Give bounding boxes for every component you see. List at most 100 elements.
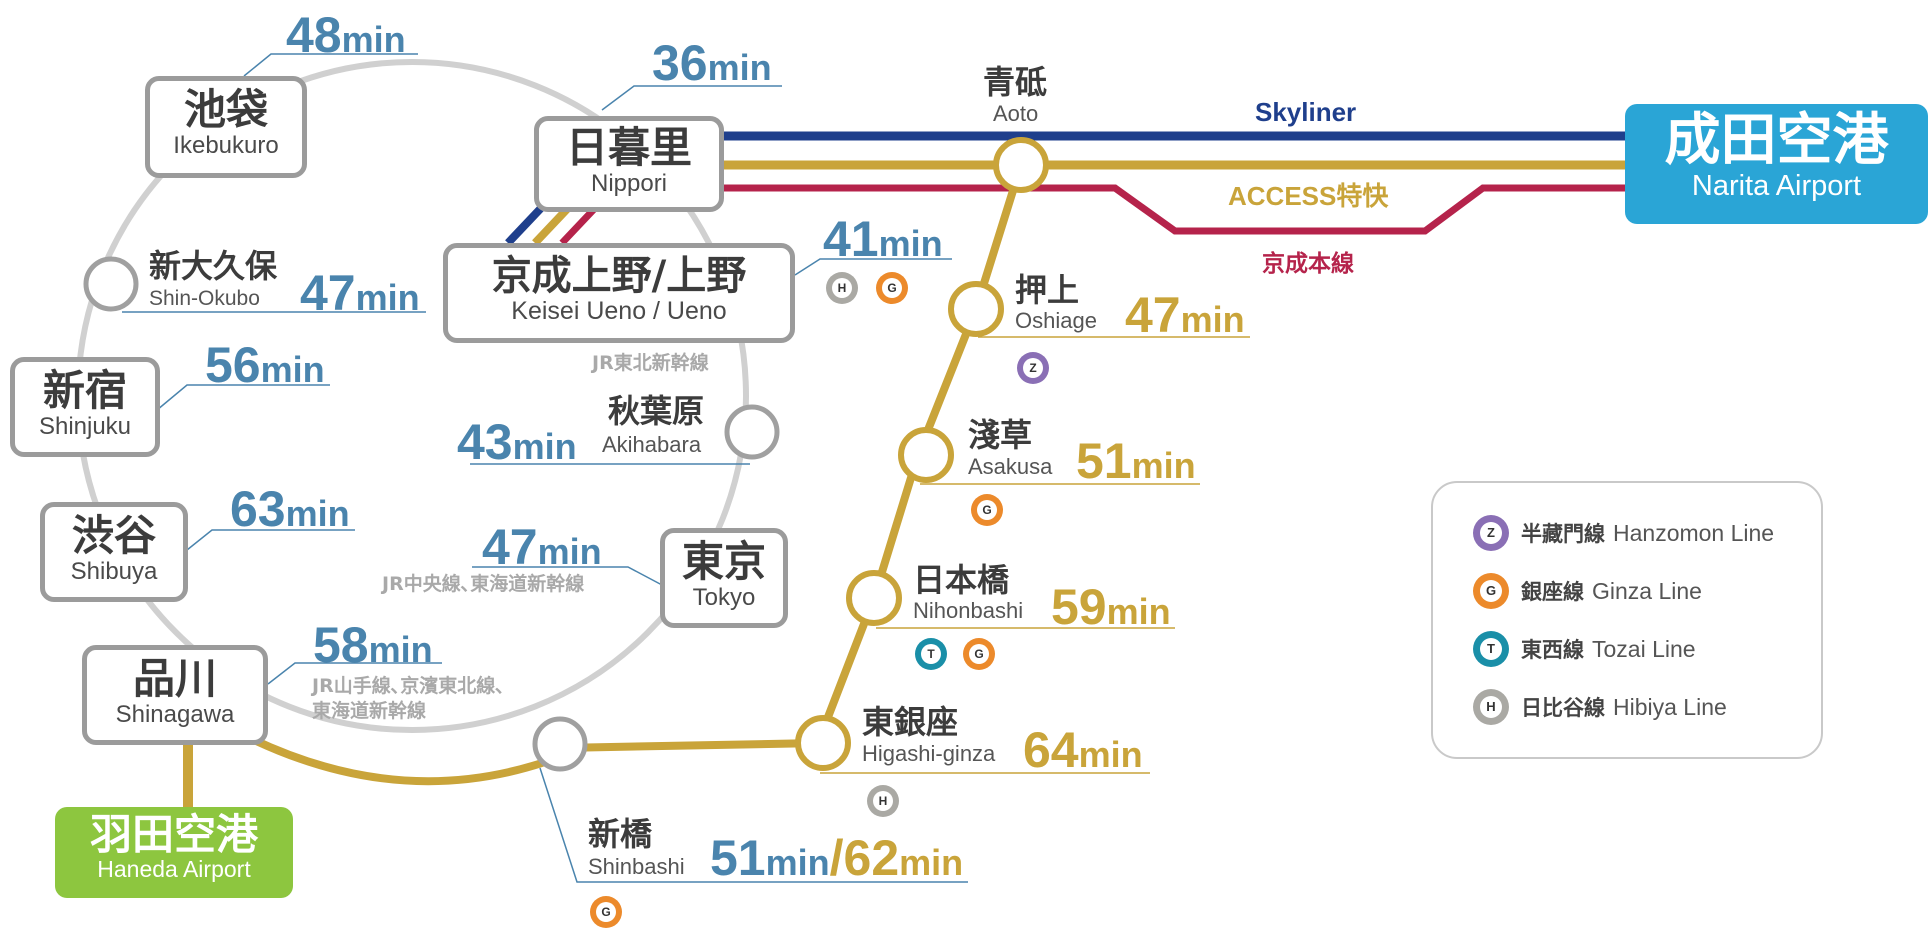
ueno-station: 京成上野/上野 Keisei Ueno / Ueno [443,243,795,343]
access-stub [532,203,573,246]
shinagawa-time: 58min [313,617,433,673]
keisei-main-line [720,184,1625,235]
legend-hanzomon-en: Hanzomon Line [1613,519,1775,546]
legend-ginza-ja: 銀座線 [1521,580,1584,604]
asakusa-ja: 淺草 [968,416,1033,454]
legend-hanzomon-ja: 半藏門線 [1521,522,1605,546]
shibuya-station: 渋谷 Shibuya [40,502,188,602]
tokyo-en: Tokyo [692,584,756,612]
legend-ginza: G 銀座線 Ginza Line [1473,573,1702,609]
shibuya-ja: 渋谷 [71,511,156,560]
higashiginza-time: 64min [1023,722,1143,778]
higashiginza-en: Higashi-ginza [862,741,996,766]
nippori-time: 36min [652,35,772,91]
asakusa-time: 51min [1076,433,1196,489]
hibiya-line-icon: H [1473,689,1509,725]
asakusa-node [898,427,954,483]
shinbashi-node [532,716,588,772]
ueno-jr-note: JR東北新幹線 [592,352,709,374]
shinagawa-jr-note-1: JR山手線､京濱東北線､ [312,675,505,697]
shinbashi-ginza-badge: G [590,896,622,928]
tokyo-ja: 東京 [681,537,766,586]
nihonbashi-tozai-badge: T [915,638,947,670]
akihabara-node [724,404,780,460]
blue-leaders [122,53,968,883]
shinbashi-en: Shinbashi [588,854,685,879]
shinbashi-time: 51min/62min [710,830,964,886]
nippori-station: 日暮里 Nippori [534,116,724,212]
ueno-ja: 京成上野/上野 [491,253,747,299]
ueno-hibiya-badge: H [826,272,858,304]
nippori-ja: 日暮里 [565,123,692,172]
shinjuku-ja: 新宿 [42,366,127,415]
access-express-label: ACCESS特快 [1228,181,1389,211]
shinjuku-en: Shinjuku [38,413,132,441]
shinokubo-node [83,256,139,312]
hanzomon-line-icon: Z [1473,515,1509,551]
keisei-stub [559,203,600,246]
haneda-airport-en: Haneda Airport [97,856,251,883]
ueno-ginza-badge: G [876,272,908,304]
tokyo-station: 東京 Tokyo [660,528,788,628]
ikebukuro-time: 48min [286,7,406,63]
ueno-time: 41min [823,211,943,267]
ikebukuro-en: Ikebukuro [173,132,279,160]
higashiginza-node [795,715,851,771]
shinokubo-ja: 新大久保 [149,247,278,285]
legend-tozai: T 東西線 Tozai Line [1473,631,1696,667]
tokyo-jr-note: JR中央線､東海道新幹線 [382,573,585,595]
tozai-line-icon: T [1473,631,1509,667]
oshiage-hanzomon-badge: Z [1017,352,1049,384]
oshiage-time: 47min [1125,287,1245,343]
nihonbashi-node [846,570,902,626]
skyliner-label: Skyliner [1255,97,1357,127]
oshiage-node [948,281,1004,337]
legend-hibiya: H 日比谷線 Hibiya Line [1473,689,1727,725]
shinbashi-ja: 新橋 [588,815,653,853]
keisei-main-label: 京成本線 [1262,250,1354,276]
shinokubo-time: 47min [300,265,420,321]
haneda-airport: 羽田空港 Haneda Airport [55,807,293,898]
shinjuku-time: 56min [205,337,325,393]
narita-airport-ja: 成田空港 [1664,108,1889,173]
oshiage-ja: 押上 [1015,271,1080,309]
nihonbashi-en: Nihonbashi [913,598,1024,623]
asakusa-ginza-badge: G [971,494,1003,526]
ginza-line-icon: G [1473,573,1509,609]
nippori-en: Nippori [590,170,668,198]
shinagawa-station: 品川 Shinagawa [82,645,268,745]
shinagawa-jr-note-2: 東海道新幹線 [312,700,427,722]
legend-panel: Z 半藏門線 Hanzomon Line G 銀座線 Ginza Line T … [1431,481,1823,759]
ueno-en: Keisei Ueno / Ueno [511,297,727,325]
tokyo-time: 47min [482,519,602,575]
nihonbashi-time: 59min [1051,579,1171,635]
ikebukuro-station: 池袋 Ikebukuro [145,76,307,178]
ikebukuro-ja: 池袋 [183,85,268,134]
shinjuku-station: 新宿 Shinjuku [10,357,160,457]
legend-hibiya-en: Hibiya Line [1613,693,1727,720]
akihabara-en: Akihabara [602,432,702,457]
skyliner-stub [505,203,546,246]
nihonbashi-ginza-badge: G [963,638,995,670]
nihonbashi-ja: 日本橋 [913,561,1010,599]
akihabara-time: 43min [457,414,577,470]
aoto-ja: 青砥 [983,63,1048,101]
shibuya-en: Shibuya [70,558,158,586]
aoto-en: Aoto [993,101,1039,126]
akihabara-ja: 秋葉原 [608,392,705,430]
legend-ginza-en: Ginza Line [1592,577,1702,604]
narita-airport: 成田空港 Narita Airport [1625,104,1928,224]
aoto-node [993,137,1049,193]
shinokubo-en: Shin-Okubo [149,287,260,310]
shinagawa-en: Shinagawa [115,701,235,729]
asakusa-en: Asakusa [968,454,1053,479]
higashiginza-hibiya-badge: H [867,785,899,817]
haneda-airport-ja: 羽田空港 [89,810,258,859]
shibuya-time: 63min [230,481,350,537]
keikyu-arc [248,734,547,786]
higashiginza-ja: 東銀座 [862,703,959,741]
gold-leaders [820,336,1250,774]
oshiage-en: Oshiage [1015,308,1097,333]
narita-airport-en: Narita Airport [1691,169,1862,202]
